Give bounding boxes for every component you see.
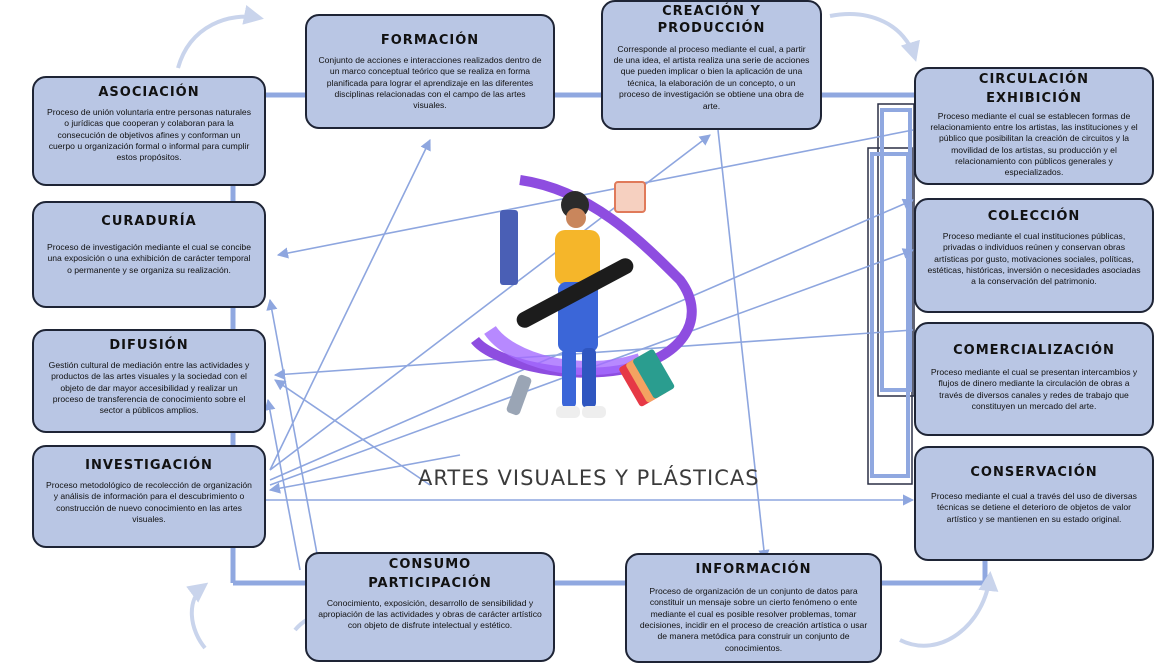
card-title: ASOCIACIÓN [98,85,200,100]
card-informacion: INFORMACIÓN Proceso de organización de u… [625,553,882,663]
card-title-line1: CIRCULACIÓN [978,72,1090,87]
card-title-line1: CONSUMO [388,557,472,572]
card-coleccion: COLECCIÓN Proceso mediante el cual insti… [914,198,1154,313]
card-title: CURADURÍA [101,214,197,229]
card-title: FORMACIÓN [380,33,480,48]
card-circulacion-exhibicion: CIRCULACIÓN EXHIBICIÓN Proceso mediante … [914,67,1154,185]
card-text: Proceso metodológico de recolección de o… [46,479,252,524]
card-text: Proceso de organización de un conjunto d… [639,585,868,653]
card-text: Conocimiento, exposición, desarrollo de … [318,597,542,631]
card-title-line2: PRODUCCIÓN [657,20,766,36]
card-text: Conjunto de acciones e interacciones rea… [318,54,542,111]
artist-illustration [471,175,697,418]
card-title: INVESTIGACIÓN [85,458,213,473]
card-title: COLECCIÓN [987,209,1081,224]
card-text: Corresponde al proceso mediante el cual,… [613,43,810,111]
card-text: Proceso mediante el cual se establecen f… [930,110,1138,178]
card-conservacion: CONSERVACIÓN Proceso mediante el cual a … [914,446,1154,561]
card-text: Gestión cultural de mediación entre las … [48,359,250,416]
card-title-line2: PARTICIPACIÓN [368,575,492,591]
card-asociacion: ASOCIACIÓN Proceso de unión voluntaria e… [32,76,266,186]
card-text: Proceso de unión voluntaria entre person… [47,106,251,163]
card-investigacion: INVESTIGACIÓN Proceso metodológico de re… [32,445,266,548]
center-title: ARTES VISUALES Y PLÁSTICAS [418,466,760,490]
card-title-line2: EXHIBICIÓN [986,90,1082,106]
card-consumo-participacion: CONSUMO PARTICIPACIÓN Conocimiento, expo… [305,552,555,662]
card-text: Proceso mediante el cual a través del us… [931,490,1137,524]
card-title: CONSERVACIÓN [970,465,1098,480]
card-curaduria: CURADURÍA Proceso de investigación media… [32,201,266,308]
card-text: Proceso mediante el cual se presentan in… [930,366,1138,411]
card-title: INFORMACIÓN [695,562,812,577]
card-text: Proceso mediante el cual instituciones p… [927,230,1141,287]
card-title-line1: CREACIÓN Y [662,4,761,19]
card-formacion: FORMACIÓN Conjunto de acciones e interac… [305,14,555,129]
card-difusion: DIFUSIÓN Gestión cultural de mediación e… [32,329,266,433]
card-creacion-produccion: CREACIÓN Y PRODUCCIÓN Corresponde al pro… [601,0,822,130]
card-title: COMERCIALIZACIÓN [953,343,1115,358]
card-comercializacion: COMERCIALIZACIÓN Proceso mediante el cua… [914,322,1154,436]
card-title: DIFUSIÓN [109,338,189,353]
card-text: Proceso de investigación mediante el cua… [47,241,251,275]
